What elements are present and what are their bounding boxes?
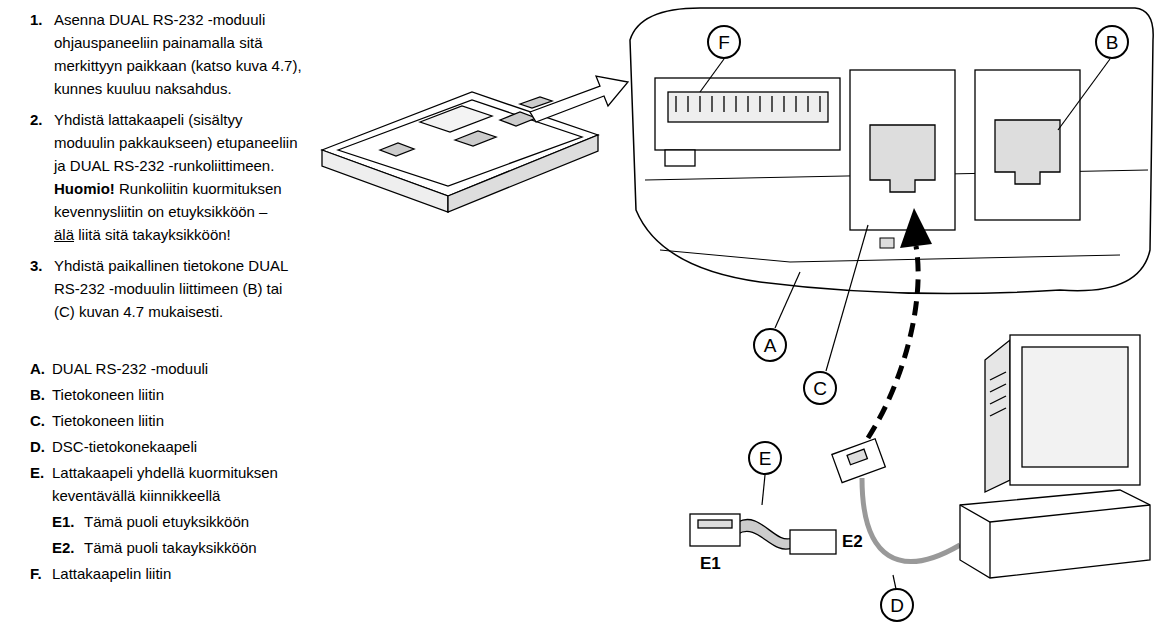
- callout-letter: A: [764, 336, 777, 355]
- callout-letter: F: [718, 33, 730, 52]
- ribbon-connector: [655, 78, 840, 166]
- key-letter: B.: [30, 383, 45, 406]
- key-text: Lattakaapelin liitin: [52, 562, 302, 585]
- callout-circle: B: [1095, 25, 1129, 59]
- computer-jack: [850, 70, 1080, 230]
- step-text: Yhdistä lattakaapeli (sisältyy moduulin …: [54, 108, 304, 177]
- step-number: 1.: [30, 8, 43, 31]
- callout-circle: F: [707, 25, 741, 59]
- key-text: DSC-tietokonekaapeli: [52, 435, 302, 458]
- step-number: 2.: [30, 108, 43, 131]
- key-letter: E1.: [52, 510, 75, 533]
- callout-circle: A: [753, 328, 787, 362]
- key-letter: E2.: [52, 536, 75, 559]
- computer: [960, 335, 1150, 578]
- key-letter: C.: [30, 409, 45, 432]
- insert-arrowhead: [900, 208, 932, 248]
- key-text: Tietokoneen liitin: [52, 383, 302, 406]
- rj-plug: [832, 439, 885, 483]
- step-number: 3.: [30, 254, 43, 277]
- cable-end-label: E1: [700, 552, 721, 575]
- note-text: älä: [54, 226, 74, 243]
- computer-cable: [862, 478, 960, 561]
- zoom-arrow: [530, 76, 628, 122]
- callout-letter: C: [813, 379, 827, 398]
- step-text: Yhdistä paikallinen tietokone DUAL RS-23…: [54, 254, 304, 323]
- note-paragraph: Huomio!Runkoliitin kuormituksen kevennys…: [54, 177, 304, 246]
- flat-cable: [690, 514, 836, 554]
- cable-end-label: E2: [842, 530, 863, 553]
- callout-letter: B: [1106, 33, 1119, 52]
- key-letter: D.: [30, 435, 45, 458]
- key-text: Tämä puoli takayksikköön: [84, 536, 334, 559]
- callout-circle: C: [803, 371, 837, 405]
- zoom-bubble: [630, 8, 1153, 294]
- insert-arrow: [868, 246, 918, 438]
- key-text: Tämä puoli etuyksikköön: [84, 510, 334, 533]
- callout-circle: E: [748, 441, 782, 475]
- callout-circle: D: [880, 588, 914, 622]
- key-letter: F.: [30, 562, 42, 585]
- key-text: Lattakaapeli yhdellä kuormituksen kevent…: [52, 461, 302, 507]
- callout-letter: D: [890, 596, 904, 615]
- key-letter: A.: [30, 357, 45, 380]
- key-letter: E.: [30, 461, 44, 484]
- callout-letter: E: [759, 449, 772, 468]
- key-text: DUAL RS-232 -moduuli: [52, 357, 302, 380]
- note-text: liitä sitä takayksikköön!: [78, 226, 231, 243]
- step-text: Asenna DUAL RS-232 -moduuli ohjauspaneel…: [54, 8, 304, 100]
- key-text: Tietokoneen liitin: [52, 409, 302, 432]
- note-text: Huomio!: [54, 180, 115, 197]
